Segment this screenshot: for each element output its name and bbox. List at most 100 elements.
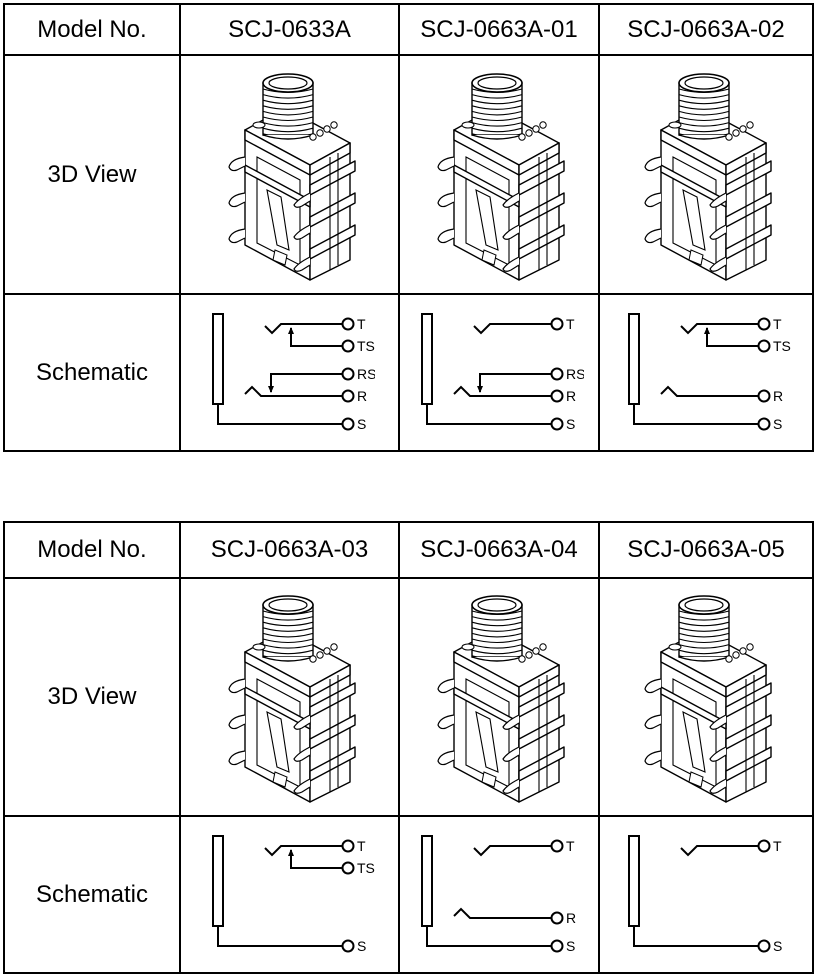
schematic-diagram: T RS RS: [421, 312, 584, 432]
3d-view-label: 3D View: [3, 577, 181, 817]
terminal-label: S: [566, 938, 575, 954]
terminal-label: S: [773, 416, 782, 432]
terminal-label: R: [357, 388, 367, 404]
terminal-label: S: [357, 938, 366, 954]
terminal-circle-icon: [341, 389, 354, 402]
terminal-label: RS: [357, 366, 375, 382]
sleeve-wire: [426, 925, 551, 947]
model-name: SCJ-0663A-04: [398, 521, 600, 579]
model-table-2: Model No. SCJ-0663A-03 SCJ-0663A-04 SCJ-…: [3, 521, 814, 974]
terminal-circle-icon: [550, 367, 564, 380]
tip-contact: [263, 844, 342, 856]
terminal-circle-icon: [341, 367, 354, 380]
ring-switch-wire: [269, 372, 342, 392]
sleeve-contact: [628, 312, 640, 405]
terminal-circle-icon: [550, 317, 564, 330]
jack-3d-view: [398, 577, 600, 817]
terminal-label: TS: [773, 338, 791, 354]
model-number-row: Model No. SCJ-0663A-03 SCJ-0663A-04 SCJ-…: [3, 521, 814, 579]
sleeve-wire: [633, 403, 758, 425]
terminal-label: T: [566, 316, 575, 332]
ring-contact: [453, 907, 551, 919]
sleeve-contact: [211, 312, 224, 405]
3d-view-label: 3D View: [3, 54, 181, 295]
tip-contact: [680, 322, 758, 334]
switch-arrow-icon: [287, 848, 294, 856]
sleeve-contact: [211, 834, 224, 927]
terminal-circle-icon: [341, 417, 354, 430]
phone-jack-icon: [437, 72, 565, 281]
switch-arrow-icon: [267, 385, 274, 393]
model-number-row: Model No. SCJ-0633A SCJ-0663A-01 SCJ-066…: [3, 3, 814, 56]
sleeve-wire: [633, 925, 758, 947]
sleeve-wire: [216, 403, 342, 425]
jack-3d-view: [179, 54, 400, 295]
phone-jack-icon: [437, 595, 565, 803]
terminal-label: RS: [566, 366, 584, 382]
sleeve-contact: [421, 834, 433, 927]
sleeve-wire: [426, 403, 551, 425]
terminal-label: TS: [357, 860, 375, 876]
terminal-label: T: [773, 838, 782, 854]
terminal-circle-icon: [550, 389, 564, 402]
terminal-label: T: [566, 838, 575, 854]
tip-contact: [473, 844, 551, 856]
tip-switch-wire: [289, 327, 342, 347]
phone-jack-icon: [644, 72, 772, 281]
terminal-circle-icon: [341, 839, 354, 852]
jack-3d-view: [398, 54, 600, 295]
model-name: SCJ-0633A: [179, 3, 400, 56]
terminal-label: R: [773, 388, 783, 404]
terminal-circle-icon: [757, 417, 771, 430]
sleeve-contact: [421, 312, 433, 405]
terminal-label: TS: [357, 338, 375, 354]
schematic-label: Schematic: [3, 815, 181, 974]
jack-3d-view: [598, 54, 814, 295]
terminal-circle-icon: [550, 839, 564, 852]
3d-view-row: 3D View: [3, 54, 814, 295]
ring-contact: [453, 385, 551, 397]
schematic-label: Schematic: [3, 293, 181, 452]
switch-arrow-icon: [287, 326, 294, 334]
terminal-circle-icon: [550, 911, 564, 924]
model-no-label: Model No.: [3, 521, 181, 579]
terminal-circle-icon: [757, 317, 771, 330]
terminal-circle-icon: [341, 861, 354, 874]
jack-3d-view: [179, 577, 400, 817]
terminal-label: T: [773, 316, 782, 332]
schematic-diagram: TRS: [421, 834, 576, 954]
terminal-circle-icon: [757, 939, 771, 952]
terminal-circle-icon: [550, 417, 564, 430]
terminal-label: T: [357, 316, 366, 332]
tip-contact: [473, 322, 551, 334]
terminal-circle-icon: [341, 317, 354, 330]
tip-contact: [680, 844, 758, 856]
model-table-1: Model No. SCJ-0633A SCJ-0663A-01 SCJ-066…: [3, 3, 814, 452]
phone-jack-icon: [227, 72, 356, 281]
phone-jack-icon: [227, 595, 356, 803]
switch-arrow-icon: [704, 326, 710, 334]
ring-contact: [660, 385, 758, 397]
jack-3d-view: [598, 577, 814, 817]
terminal-circle-icon: [550, 939, 564, 952]
phone-jack-icon: [644, 595, 772, 803]
terminal-label: S: [566, 416, 575, 432]
schematic-diagram: TS: [628, 834, 782, 954]
3d-view-row: 3D View: [3, 577, 814, 817]
switch-arrow-icon: [477, 385, 483, 393]
model-name: SCJ-0663A-02: [598, 3, 814, 56]
tip-switch-wire: [706, 327, 758, 347]
terminal-circle-icon: [757, 339, 771, 352]
terminal-label: R: [566, 388, 576, 404]
tip-contact: [263, 322, 342, 334]
